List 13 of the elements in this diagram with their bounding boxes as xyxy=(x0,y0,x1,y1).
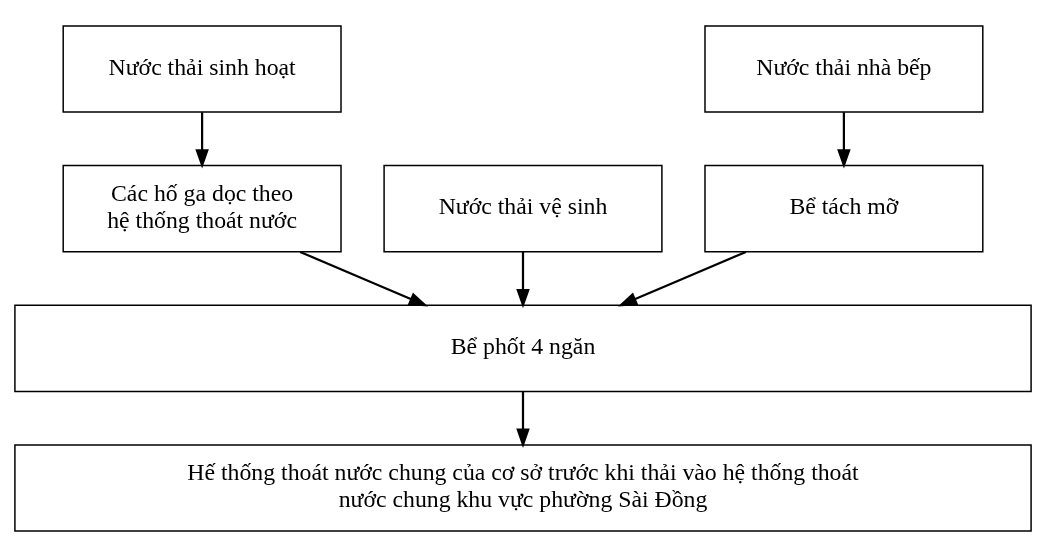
node-box: Nước thải nhà bếp xyxy=(704,24,984,113)
node-box: Nước thải vệ sinh xyxy=(383,164,663,252)
node-box: Bể tách mỡ xyxy=(704,164,984,252)
arrow xyxy=(195,111,209,169)
arrow xyxy=(617,250,747,306)
node-box: Bể phốt 4 ngăn xyxy=(14,304,1032,392)
node-box: Nước thải sinh hoạt xyxy=(62,24,342,113)
node-box: Các hố ga dọc theo hệ thống thoát nước xyxy=(62,164,342,252)
arrow xyxy=(516,391,530,448)
arrow xyxy=(299,250,429,306)
arrow xyxy=(837,111,851,169)
node-box: Hế thống thoát nước chung của cơ sở trước khi thải vào hệ thống thoát nước chung khu vực phường Sài Đồng xyxy=(14,443,1032,532)
arrow xyxy=(516,251,530,308)
